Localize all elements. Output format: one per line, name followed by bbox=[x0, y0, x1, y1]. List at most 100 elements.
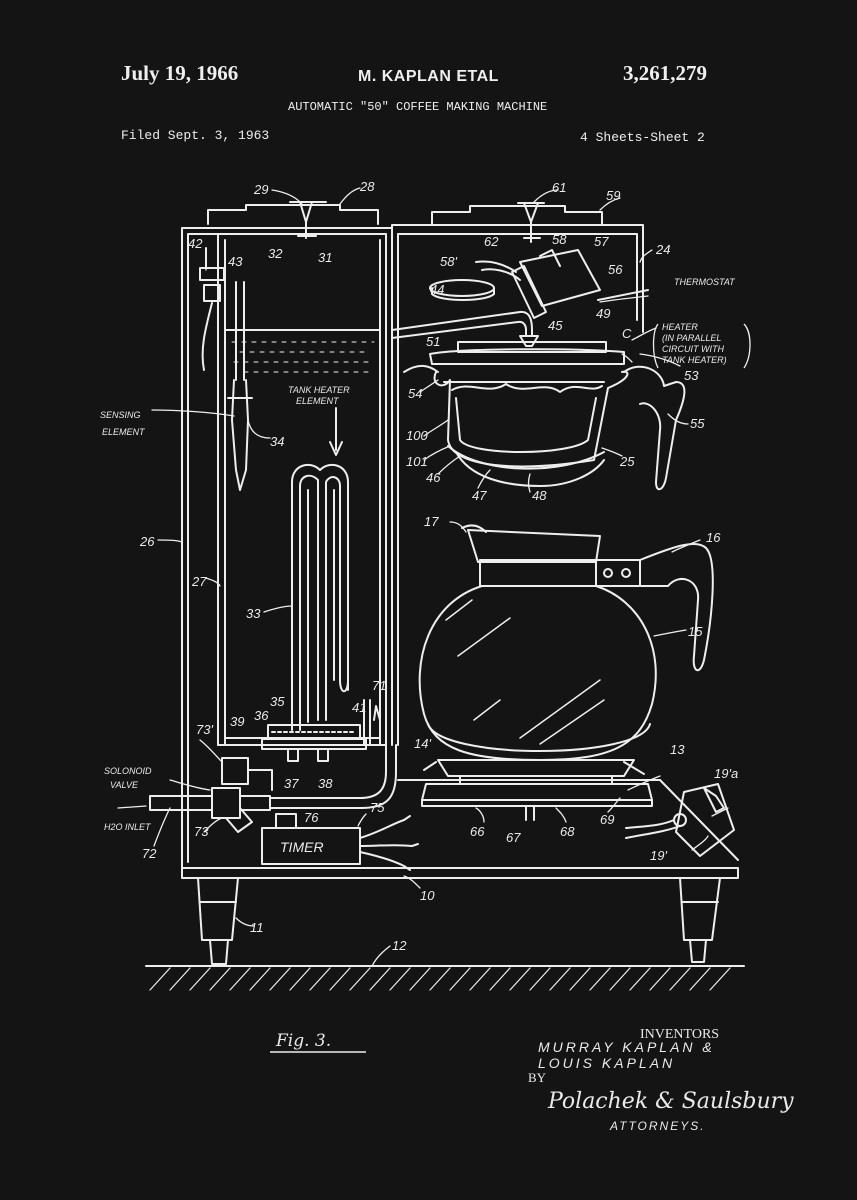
callout-29: 29 bbox=[253, 182, 268, 197]
callout-35: 35 bbox=[270, 694, 285, 709]
label-timer: TIMER bbox=[280, 839, 324, 855]
callout-49: 49 bbox=[596, 306, 610, 321]
callout-16: 16 bbox=[706, 530, 721, 545]
callout-41: 41 bbox=[352, 700, 366, 715]
inventors-heading: INVENTORS bbox=[640, 1027, 719, 1042]
text-labels: THERMOSTAT HEATER (IN PARALLEL CIRCUIT W… bbox=[100, 277, 736, 855]
label-thermostat: THERMOSTAT bbox=[674, 277, 736, 287]
label-heater-1: HEATER bbox=[662, 322, 698, 332]
machine-legs bbox=[197, 877, 721, 965]
callout-72: 72 bbox=[142, 846, 157, 861]
callout-46: 46 bbox=[426, 470, 441, 485]
callout-37: 37 bbox=[284, 776, 299, 791]
callout-71: 71 bbox=[372, 678, 386, 693]
label-tank-heater-2: ELEMENT bbox=[296, 396, 340, 406]
inventor-line-2: LOUIS KAPLAN bbox=[538, 1055, 675, 1071]
callout-43: 43 bbox=[228, 254, 243, 269]
callout-47: 47 bbox=[472, 488, 487, 503]
cabinet-outline bbox=[181, 224, 739, 879]
solenoid-valve bbox=[149, 744, 397, 833]
callout-25: 25 bbox=[619, 454, 635, 469]
warming-plate bbox=[421, 761, 653, 821]
attorney-signature: Polachek & Saulsbury bbox=[547, 1089, 794, 1114]
callout-45: 45 bbox=[548, 318, 563, 333]
label-solenoid-2: VALVE bbox=[110, 780, 139, 790]
callout-33: 33 bbox=[246, 606, 261, 621]
callout-59: 59 bbox=[606, 188, 620, 203]
callout-numbers: 29 28 61 59 42 43 32 31 62 58 57 24 58' … bbox=[139, 179, 738, 953]
filed-date: Filed Sept. 3, 1963 bbox=[121, 128, 270, 143]
callout-55: 55 bbox=[690, 416, 705, 431]
callout-101: 101 bbox=[406, 454, 428, 469]
label-heater-4: TANK HEATER) bbox=[662, 355, 727, 365]
callout-44: 44 bbox=[430, 282, 444, 297]
thermostat bbox=[429, 249, 649, 319]
leader-lines bbox=[117, 187, 729, 967]
callout-31: 31 bbox=[318, 250, 332, 265]
callout-75: 75 bbox=[370, 800, 385, 815]
callout-56: 56 bbox=[608, 262, 623, 277]
ground-line bbox=[145, 965, 745, 991]
label-h2o-inlet: H2O INLET bbox=[104, 822, 152, 832]
callout-13: 13 bbox=[670, 742, 685, 757]
callout-10: 10 bbox=[420, 888, 435, 903]
callout-66: 66 bbox=[470, 824, 485, 839]
callout-67: 67 bbox=[506, 830, 521, 845]
callout-57: 57 bbox=[594, 234, 609, 249]
callout-100: 100 bbox=[406, 428, 428, 443]
left-lid bbox=[207, 201, 379, 239]
callout-11: 11 bbox=[250, 920, 264, 935]
brew-basket bbox=[403, 341, 686, 491]
patent-date: July 19, 1966 bbox=[121, 61, 239, 85]
callout-28: 28 bbox=[359, 179, 375, 194]
callout-58-prime: 58' bbox=[440, 254, 457, 269]
label-solenoid-1: SOLONOID bbox=[104, 766, 152, 776]
label-heater-3: CIRCUIT WITH bbox=[662, 344, 724, 354]
by-label: BY bbox=[528, 1070, 547, 1085]
callout-17: 17 bbox=[424, 514, 439, 529]
label-heater-2: (IN PARALLEL bbox=[662, 333, 721, 343]
callout-19a-prime: 19'a bbox=[714, 766, 738, 781]
patent-title: AUTOMATIC "50" COFFEE MAKING MACHINE bbox=[288, 100, 548, 114]
coffee-pot bbox=[418, 524, 714, 777]
patent-number: 3,261,279 bbox=[623, 61, 707, 85]
callout-19-prime: 19' bbox=[650, 848, 667, 863]
callout-73: 73 bbox=[194, 824, 209, 839]
callout-53: 53 bbox=[684, 368, 699, 383]
callout-51: 51 bbox=[426, 334, 440, 349]
heater-base bbox=[261, 699, 381, 762]
callout-73-prime: 73' bbox=[196, 722, 213, 737]
callout-38: 38 bbox=[318, 776, 333, 791]
figure-label: Fig. 3. bbox=[270, 1031, 366, 1053]
callout-15: 15 bbox=[688, 624, 703, 639]
sheet-count: 4 Sheets-Sheet 2 bbox=[580, 130, 705, 145]
callout-62: 62 bbox=[484, 234, 499, 249]
callout-48: 48 bbox=[532, 488, 547, 503]
callout-58: 58 bbox=[552, 232, 567, 247]
label-tank-heater-1: TANK HEATER bbox=[288, 385, 350, 395]
callout-76: 76 bbox=[304, 810, 319, 825]
callout-12: 12 bbox=[392, 938, 407, 953]
figure-caption: Fig. 3. bbox=[275, 1031, 331, 1051]
heater-note-bracket bbox=[652, 323, 751, 369]
callout-24: 24 bbox=[655, 242, 670, 257]
attorneys-label: ATTORNEYS. bbox=[609, 1119, 706, 1133]
callout-32: 32 bbox=[268, 246, 283, 261]
spray-tube bbox=[391, 310, 539, 347]
callout-39: 39 bbox=[230, 714, 244, 729]
label-sensing-2: ELEMENT bbox=[102, 427, 146, 437]
label-c-mark: C bbox=[622, 326, 632, 341]
right-lid bbox=[431, 202, 603, 243]
callout-69: 69 bbox=[600, 812, 614, 827]
inventor-line-1: MURRAY KAPLAN & bbox=[538, 1039, 715, 1055]
callout-14-prime: 14' bbox=[414, 736, 431, 751]
callout-36: 36 bbox=[254, 708, 269, 723]
inventors-block: INVENTORS MURRAY KAPLAN & LOUIS KAPLAN B… bbox=[528, 1027, 794, 1133]
callout-68: 68 bbox=[560, 824, 575, 839]
callout-54: 54 bbox=[408, 386, 422, 401]
callout-61: 61 bbox=[552, 180, 566, 195]
callout-42: 42 bbox=[188, 236, 203, 251]
callout-34: 34 bbox=[270, 434, 284, 449]
timer-box bbox=[261, 813, 419, 871]
